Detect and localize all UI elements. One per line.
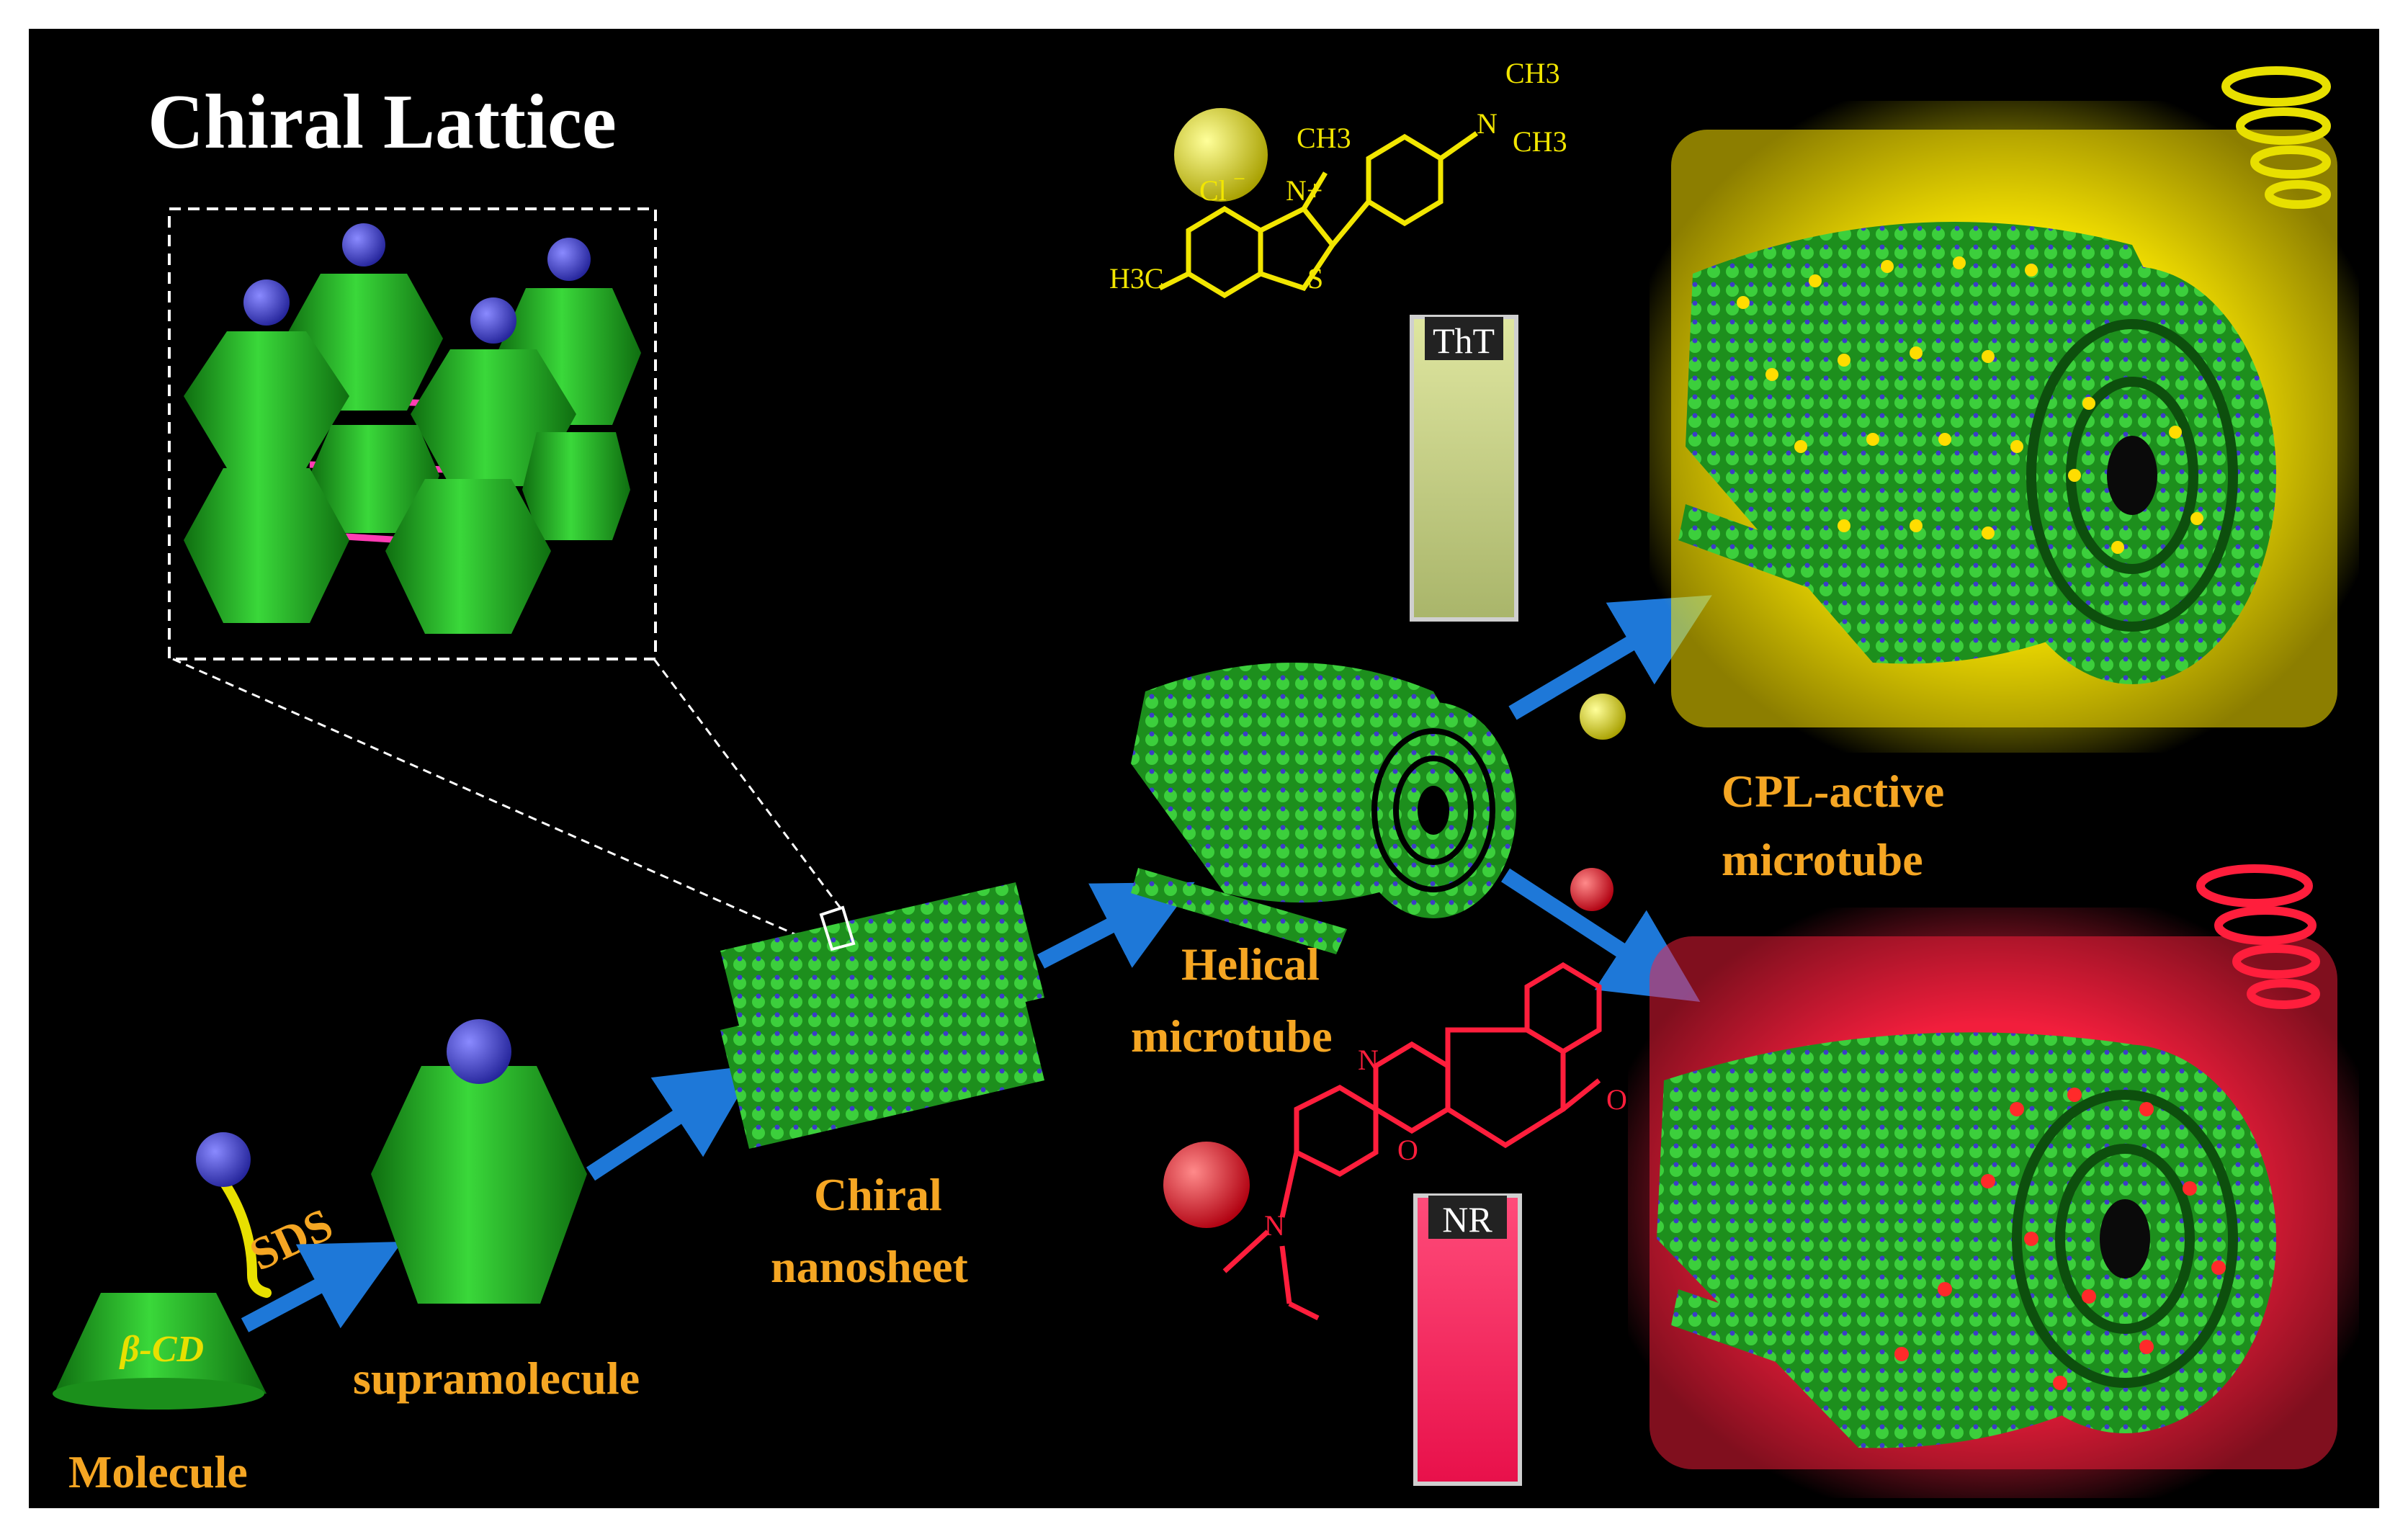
- lattice-bicone: [184, 468, 349, 623]
- chiral-nanosheet-label-line2: nanosheet: [771, 1241, 969, 1292]
- helical-microtube-label-line1: Helical: [1181, 938, 1320, 990]
- red-helix-icon: [2196, 864, 2320, 1009]
- lattice-blue-ball: [243, 279, 290, 326]
- supramolecule-label: supramolecule: [353, 1353, 640, 1404]
- nr-dye-ball-small: [1570, 868, 1613, 911]
- tht-counter-ion: Cl: [1199, 174, 1227, 207]
- cpl-active-label-line1: CPL-active: [1722, 766, 1944, 817]
- molecule-label: Molecule: [68, 1446, 248, 1497]
- lattice-blue-ball: [470, 297, 516, 344]
- tht-structure: [1158, 108, 1479, 299]
- lattice-bicone: [184, 279, 349, 468]
- tht-sulfur: S: [1307, 262, 1323, 295]
- sds-surfactant: [196, 1132, 272, 1298]
- red-dye-dots: [1894, 1088, 2226, 1390]
- tht-counter-ion-charge: −: [1233, 167, 1245, 191]
- tht-dye-ball-small: [1580, 694, 1626, 740]
- tht-cuvette: ThT: [1410, 315, 1518, 622]
- nr-o-carbonyl: O: [1606, 1083, 1627, 1116]
- zoom-line-right: [653, 658, 844, 912]
- chiral-nanosheet: [720, 882, 1044, 1149]
- tht-cuvette-label: ThT: [1433, 321, 1495, 361]
- tht-methyl-left: H3C: [1109, 262, 1164, 295]
- lattice-blue-ball: [547, 238, 591, 281]
- supramolecule-bicone: [371, 1019, 587, 1304]
- nr-structure: [1163, 962, 1602, 1321]
- tht-methyl-top: CH3: [1297, 122, 1351, 154]
- red-cpl-microtube: [1628, 864, 2359, 1498]
- nr-cuvette: NR: [1413, 1193, 1522, 1486]
- nr-n-atom: N: [1358, 1044, 1379, 1076]
- yellow-dye-dots: [1737, 256, 2203, 554]
- tht-atoms: Cl − N+ CH3 S H3C N CH3 CH3: [1109, 57, 1567, 295]
- arrow-to-supramolecule: [241, 1242, 403, 1332]
- arrow-to-yellow-microtube: [1508, 595, 1712, 720]
- tht-dye-ball: [1174, 108, 1268, 202]
- lattice-inset: [168, 207, 657, 660]
- lattice-bicone: [385, 479, 551, 634]
- lattice-bicone: [522, 432, 630, 540]
- supramolecule-blue-ball: [447, 1019, 511, 1084]
- sds-head-ball: [196, 1132, 251, 1187]
- lattice-blue-ball: [342, 223, 385, 266]
- nr-o-ring: O: [1397, 1134, 1418, 1166]
- tht-nme-a: CH3: [1505, 57, 1560, 89]
- helical-microtube: [1131, 663, 1516, 954]
- nr-n-amine: N: [1264, 1209, 1285, 1242]
- helical-microtube-label-line2: microtube: [1131, 1011, 1333, 1062]
- chiral-lattice-title: Chiral Lattice: [148, 79, 617, 165]
- cpl-active-label-line2: microtube: [1722, 834, 1923, 885]
- yellow-helix-icon: [2221, 66, 2331, 209]
- nr-atoms: N O O N: [1264, 1044, 1627, 1242]
- nr-cuvette-label: NR: [1442, 1199, 1492, 1240]
- tht-n-plus: N+: [1286, 174, 1322, 207]
- tht-amine-n: N: [1477, 107, 1498, 140]
- beta-cd-label: β-CD: [119, 1329, 204, 1370]
- chiral-nanosheet-label-line1: Chiral: [814, 1169, 942, 1220]
- yellow-cpl-microtube: [1650, 66, 2359, 753]
- tht-nme-b: CH3: [1513, 125, 1567, 158]
- arrow-to-helical-microtube: [1037, 882, 1195, 969]
- beta-cd-molecule: β-CD: [53, 1293, 267, 1410]
- nr-dye-ball: [1163, 1142, 1250, 1228]
- arrow-to-nanosheet: [586, 1065, 757, 1181]
